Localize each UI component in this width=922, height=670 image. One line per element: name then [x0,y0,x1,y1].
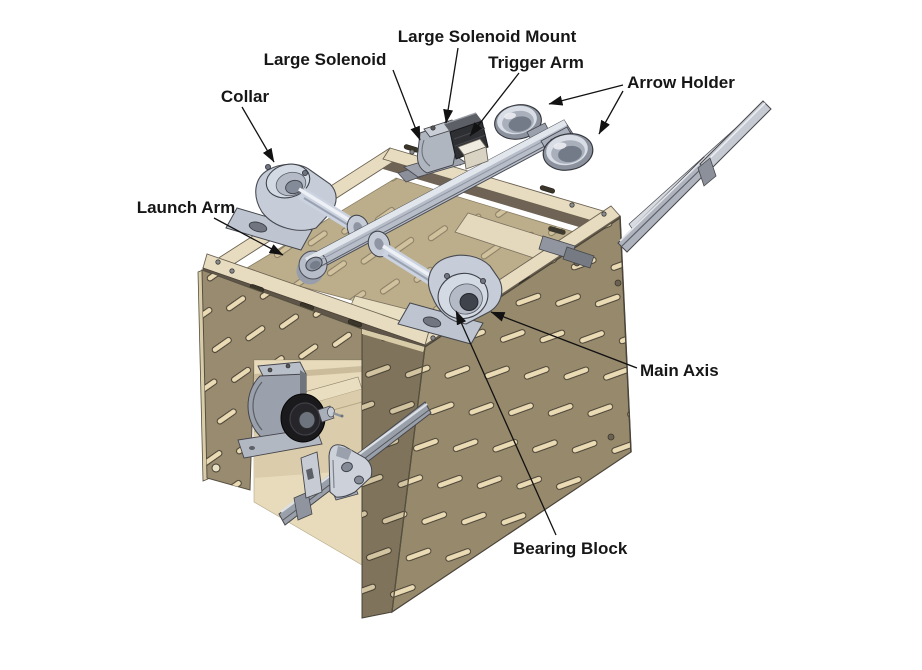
rail-mount-brackets [538,226,595,269]
lower-bearing-block [397,254,503,345]
leader-bearing-block [455,310,557,536]
label-bearing-block: Bearing Block [513,539,628,558]
leader-collar [241,106,275,163]
label-collar: Collar [221,87,270,106]
leader-launch-arm [213,217,284,256]
panel-hole [211,463,221,473]
leader-large-solenoid [392,69,421,141]
large-solenoid-body-top [444,113,482,132]
leader-arrow-holder-1 [548,84,624,106]
label-large-solenoid-mount: Large Solenoid Mount [398,27,577,46]
arrow-holder-cup-rear [494,104,551,143]
leader-trigger-arm [469,72,520,137]
callout-leaders [213,47,638,536]
arrow-holder-cup-front [540,126,594,171]
right-side-panel [391,215,632,614]
inner-front-panel [361,328,426,619]
guide-rail-step [697,157,717,187]
leader-large-solenoid-mount [443,47,459,124]
label-large-solenoid: Large Solenoid [264,50,387,69]
callout-labels: Large Solenoid Mount Large Solenoid Trig… [137,27,735,558]
leader-arrow-holder-2 [598,90,624,135]
inner-motor-assembly [237,361,344,459]
label-trigger-arm: Trigger Arm [488,53,584,72]
label-arrow-holder: Arrow Holder [627,73,735,92]
leader-main-axis [490,311,638,369]
label-main-axis: Main Axis [640,361,719,380]
label-launch-arm: Launch Arm [137,198,236,217]
guide-rail [617,100,772,253]
corner-bracket [328,444,373,501]
large-solenoid-assembly [397,112,489,183]
